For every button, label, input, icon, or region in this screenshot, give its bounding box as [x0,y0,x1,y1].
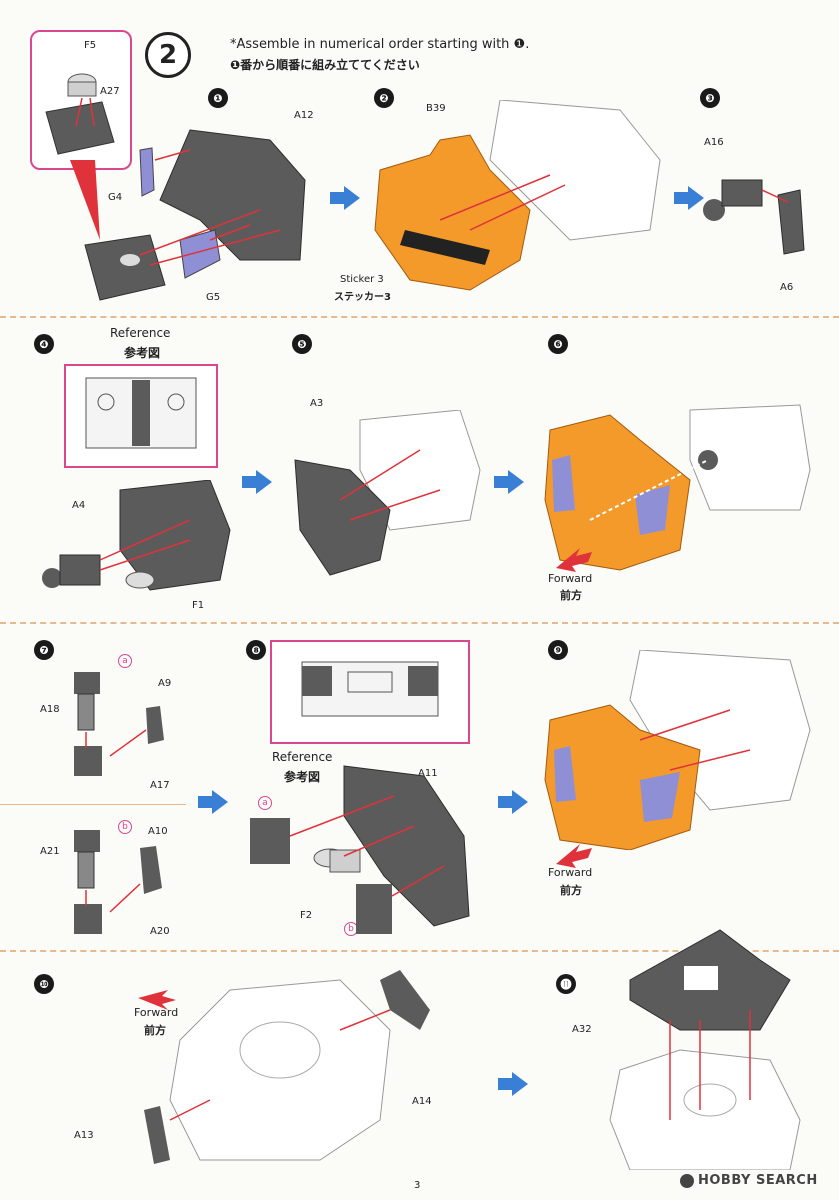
inset-illustration [45,73,115,155]
sub-letter-b-1: b [118,820,132,834]
label-a27: A27 [100,86,120,97]
forward-1-jp: 前方 [560,589,582,602]
step-1-illustration [84,129,306,301]
forward-arrow-1 [556,548,592,572]
flow-arrow-2 [674,186,704,210]
flow-arrow-3 [242,470,272,494]
page-number: 3 [414,1180,421,1191]
step-11-number: ⓫ [556,974,576,994]
label-a18: A18 [40,704,60,715]
flow-arrow-7 [498,1072,528,1096]
flow-arrow-1 [330,186,360,210]
watermark: HOBBY SEARCH [680,1173,818,1188]
reference-1-en: Reference [110,326,171,340]
detail-inset-f5 [30,30,132,170]
sub-letter-a-1: a [118,654,132,668]
separator-3 [0,950,839,952]
step-6-number: ❻ [548,334,568,354]
step-1-number: ❶ [208,88,228,108]
step-5-illustration [294,410,481,576]
label-a17: A17 [150,780,170,791]
step-9-illustration [544,650,811,850]
label-a9: A9 [158,678,172,689]
step-10-illustration [144,970,430,1164]
reference-2-jp: 参考図 [284,770,321,784]
sub-divider [0,804,186,805]
reference-2-en: Reference [272,750,333,764]
label-a12: A12 [294,110,314,121]
forward-3-en: Forward [134,1006,179,1019]
label-a13: A13 [74,1130,94,1141]
forward-3-jp: 前方 [144,1024,166,1037]
reference-1-jp: 参考図 [124,346,161,360]
flow-arrow-5 [198,790,228,814]
step-7b-illustration [74,830,162,934]
label-a16: A16 [704,137,724,148]
label-a3: A3 [310,398,324,409]
step-8-illustration [250,765,470,934]
step-4-number: ❹ [34,334,54,354]
label-a6: A6 [780,282,794,293]
main-step-badge: 2 [145,32,191,78]
forward-arrow-2 [556,844,592,868]
label-sticker3-en: Sticker 3 [340,274,384,285]
label-f1: F1 [192,600,205,611]
label-a10: A10 [148,826,168,837]
reference-inset-2 [270,640,470,744]
step-6-illustration [544,404,811,571]
label-a20: A20 [150,926,170,937]
label-g5: G5 [206,292,221,303]
label-a4: A4 [72,500,86,511]
step-8-number: ❽ [246,640,266,660]
label-sticker3-jp: ステッカー3 [334,292,391,303]
step-2-illustration [374,100,661,291]
watermark-logo-icon [680,1173,694,1188]
watermark-text: HOBBY SEARCH [698,1173,818,1188]
reference-2-illustration [301,661,439,717]
forward-arrow-3 [138,990,176,1010]
label-a11: A11 [418,768,438,779]
flow-arrow-6 [498,790,528,814]
flow-arrow-4 [494,470,524,494]
reference-inset-1 [64,364,218,468]
label-a32: A32 [572,1024,592,1035]
instruction-jp: ❶番から順番に組み立ててください [230,58,420,72]
label-f5: F5 [84,40,97,51]
step-2-number: ❷ [374,88,394,108]
step-3-illustration [703,179,805,255]
step-4-illustration [42,480,231,591]
step-5-number: ❺ [292,334,312,354]
instruction-en: *Assemble in numerical order starting wi… [230,37,530,52]
label-f2: F2 [300,910,313,921]
label-g4: G4 [108,192,123,203]
label-b39: B39 [426,103,446,114]
step-10-number: ❿ [34,974,54,994]
sub-letter-a-2: a [258,796,272,810]
main-step-number: 2 [158,40,178,70]
forward-2-en: Forward [548,866,593,879]
reference-1-illustration [85,377,197,449]
step-7a-illustration [74,672,164,776]
separator-1 [0,316,839,318]
inset-pointer [70,160,100,240]
step-7-number: ❼ [34,640,54,660]
step-11-illustration [609,929,801,1170]
forward-1-en: Forward [548,572,593,585]
forward-2-jp: 前方 [560,884,582,897]
separator-2 [0,622,839,624]
step-3-number: ❸ [700,88,720,108]
label-a14: A14 [412,1096,432,1107]
label-a21: A21 [40,846,60,857]
step-9-number: ❾ [548,640,568,660]
